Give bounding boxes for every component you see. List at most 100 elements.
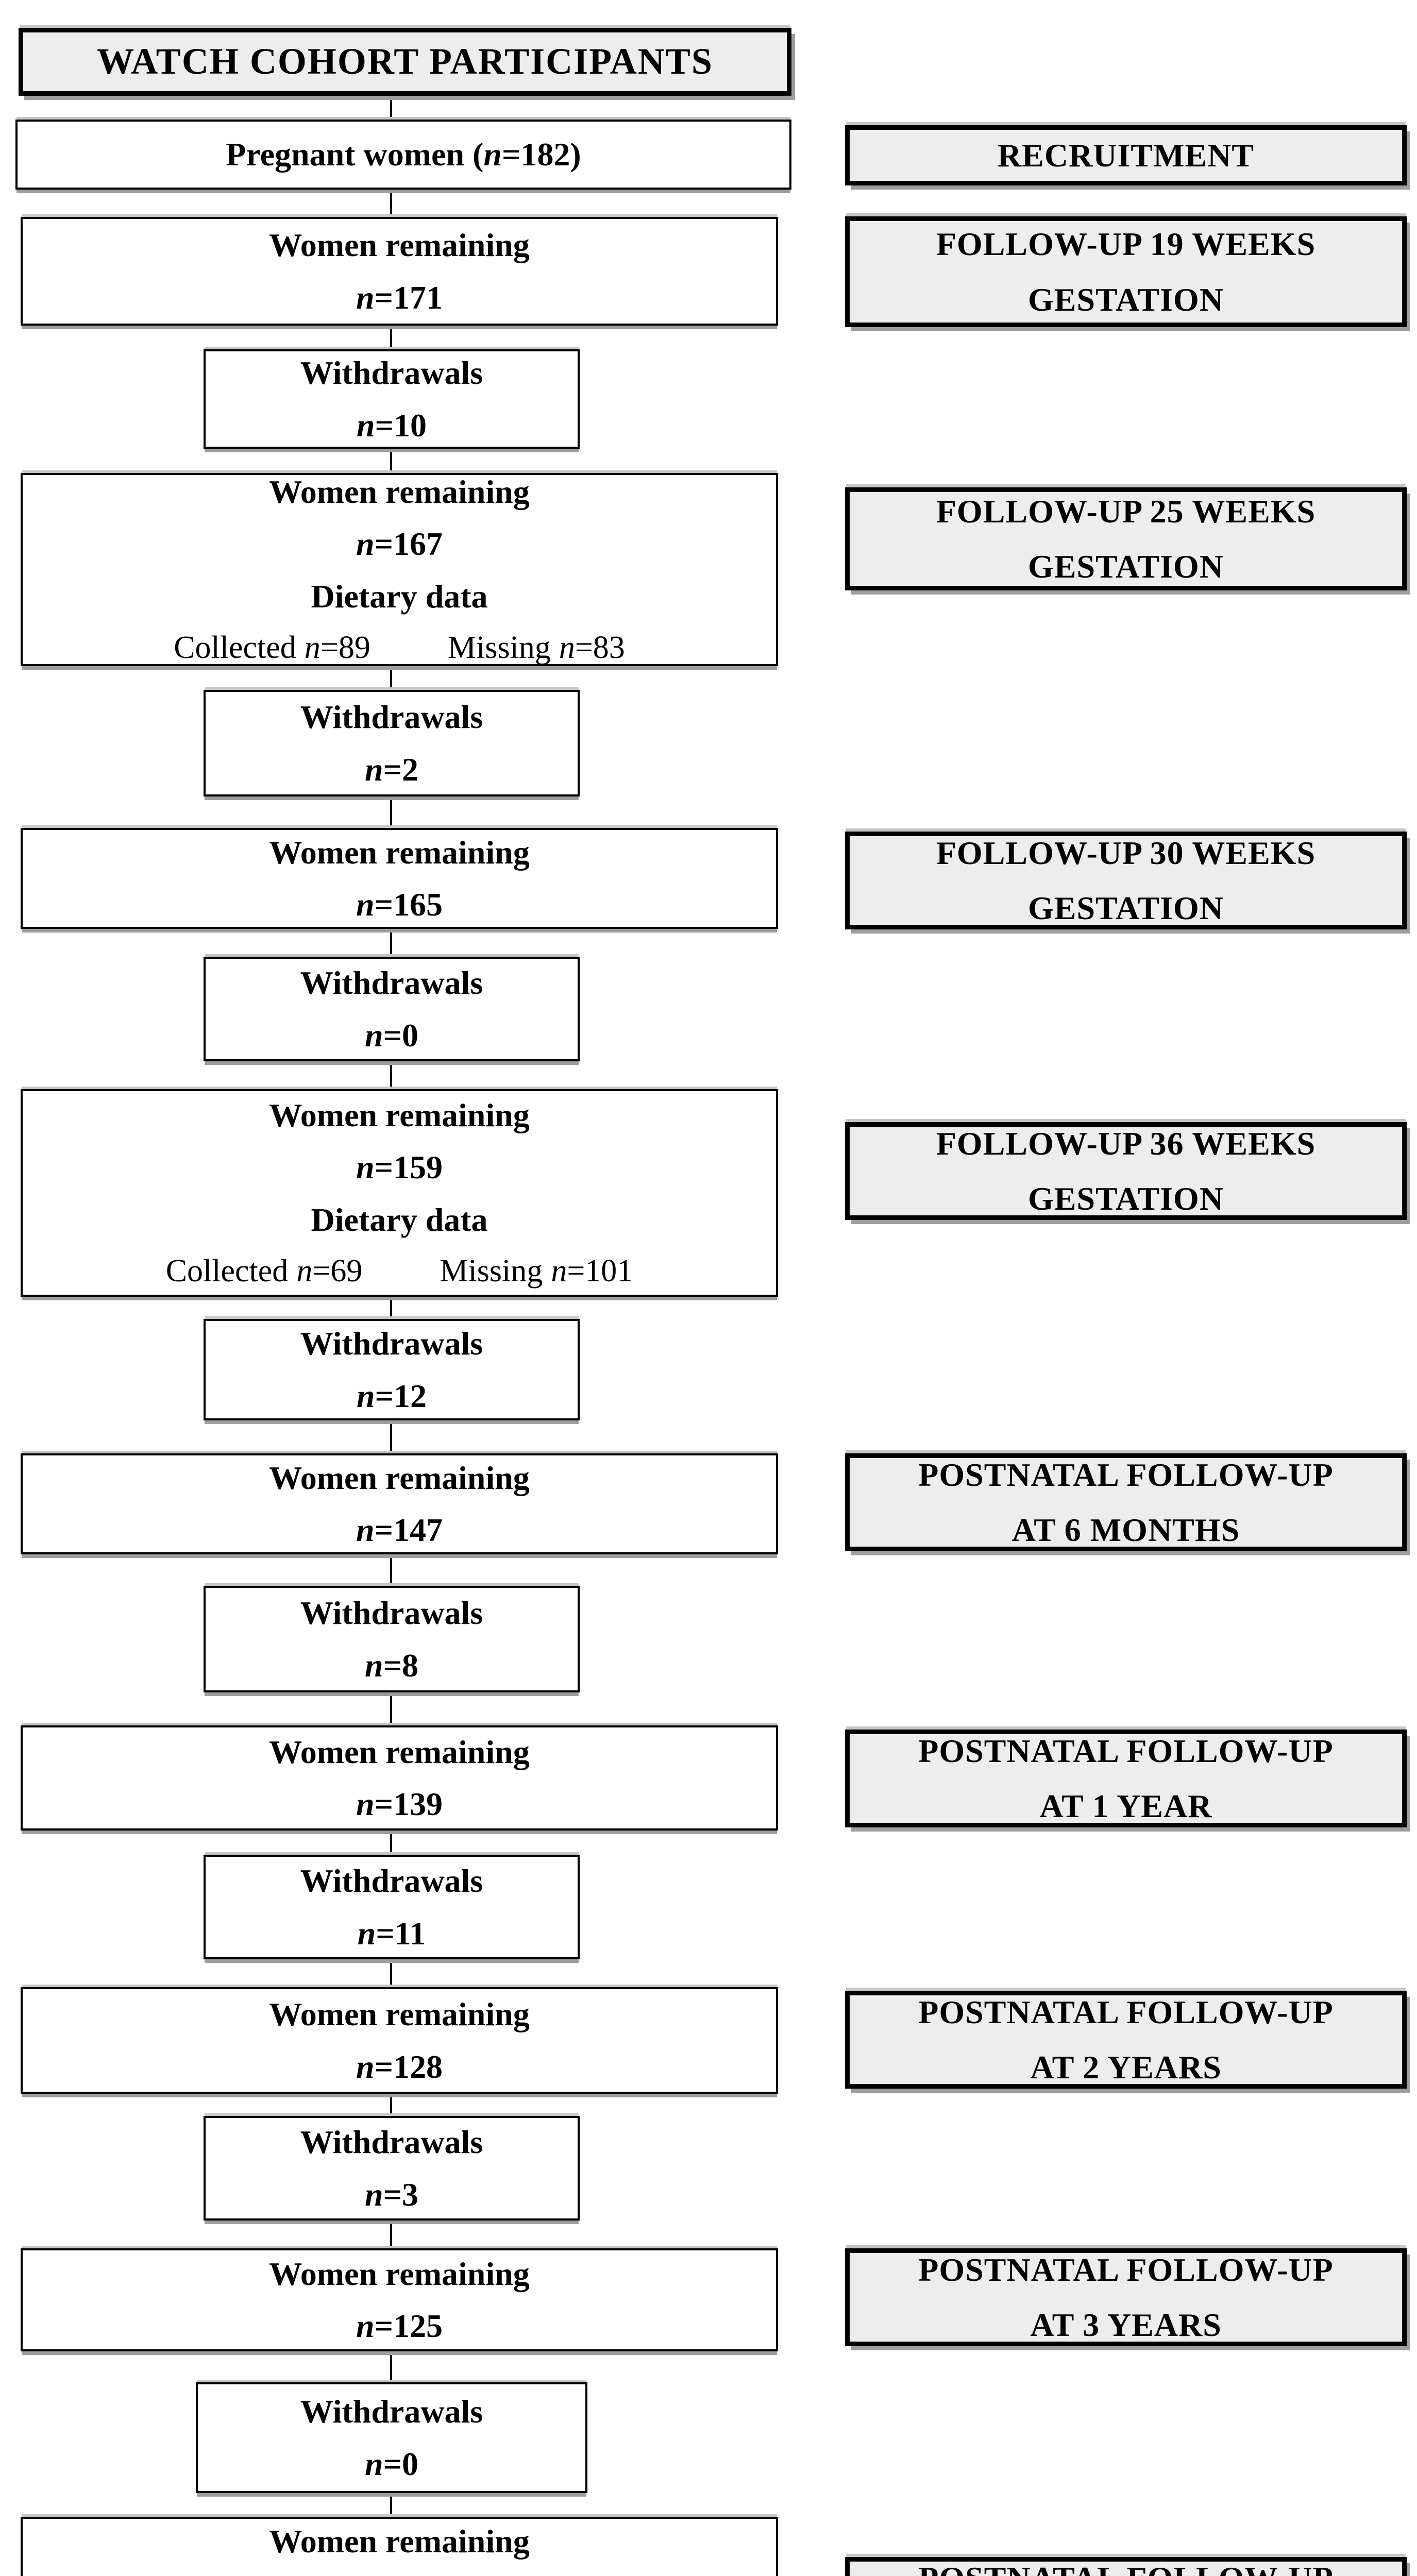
count-value: =165	[374, 886, 443, 923]
stage-recruitment: RECRUITMENT	[845, 125, 1407, 185]
connector-line	[390, 1692, 392, 1725]
stage-label-line2: AT 6 MONTHS	[1011, 1512, 1240, 1548]
stage-label-line2: AT 1 YEAR	[1039, 1788, 1212, 1824]
connector-line	[390, 1061, 392, 1089]
count-value: =125	[374, 2308, 443, 2344]
collected-value: =69	[312, 1253, 363, 1289]
stage-label-line1: FOLLOW-UP 19 WEEKS	[936, 226, 1316, 263]
stage-label-line1: FOLLOW-UP 36 WEEKS	[936, 1125, 1316, 1162]
women-remaining-165-box: Women remaining n=165	[21, 828, 778, 929]
n-symbol: n	[364, 2176, 383, 2213]
dietary-data-heading: Dietary data	[311, 578, 488, 615]
box-heading: Women remaining	[269, 2255, 530, 2292]
women-remaining-125-box: Women remaining n=125	[21, 2248, 778, 2351]
count-value: =10	[375, 406, 427, 444]
n-symbol: n	[356, 1377, 375, 1414]
women-remaining-167-box: Women remaining n=167 Dietary data Colle…	[21, 473, 778, 666]
count-value: =8	[383, 1647, 419, 1684]
collected-value: =89	[320, 630, 370, 665]
box-count: n=139	[356, 1787, 443, 1821]
withdrawals-0-box-second: Withdrawals n=0	[196, 2382, 587, 2493]
stage-follow-up-30-weeks: FOLLOW-UP 30 WEEKS GESTATION	[845, 832, 1407, 929]
count-value: =11	[376, 1914, 426, 1952]
collected-label: Collected	[165, 1253, 289, 1289]
women-remaining-171-box: Women remaining n=171	[21, 217, 778, 326]
pregnant-value: =182)	[501, 136, 581, 173]
box-heading: Withdrawals	[300, 2124, 483, 2161]
n-symbol: n	[356, 1149, 375, 1186]
stage-label-line2: AT 2 YEARS	[1030, 2049, 1222, 2086]
pregnant-prefix: Pregnant women (	[226, 136, 484, 173]
stage-postnatal-3-years: POSTNATAL FOLLOW-UP AT 3 YEARS	[845, 2248, 1407, 2346]
connector-line	[390, 1831, 392, 1855]
n-symbol: n	[356, 1512, 375, 1548]
box-count: n=12	[356, 1377, 427, 1414]
count-value: =167	[374, 526, 443, 563]
box-heading: Women remaining	[269, 1459, 530, 1496]
n-symbol: n	[356, 2308, 375, 2344]
stage-label-line2: GESTATION	[1027, 281, 1224, 318]
dietary-data-heading: Dietary data	[311, 1201, 488, 1238]
count-value: =0	[383, 1016, 419, 1054]
diagram-title: WATCH COHORT PARTICIPANTS	[97, 41, 713, 82]
connector-line	[390, 2493, 392, 2517]
connector-line	[390, 1420, 392, 1453]
box-heading: Women remaining	[269, 473, 530, 511]
stage-label-line1: POSTNATAL FOLLOW-UP	[918, 2251, 1334, 2288]
connector-line	[390, 449, 392, 473]
box-count: n=0	[365, 1018, 418, 1053]
connector-line	[390, 326, 392, 349]
stage-label-line2: GESTATION	[1027, 890, 1224, 926]
connector-line	[390, 666, 392, 690]
stage-label-line2: GESTATION	[1027, 548, 1224, 585]
n-symbol: n	[551, 1253, 567, 1289]
stage-follow-up-25-weeks: FOLLOW-UP 25 WEEKS GESTATION	[845, 487, 1407, 590]
n-symbol: n	[356, 406, 375, 444]
box-count: n=165	[356, 887, 443, 922]
count-value: =12	[375, 1377, 427, 1414]
box-heading: Withdrawals	[300, 699, 483, 736]
final-follow-up-box: Women remaining n=125 Child cognition da…	[21, 2517, 778, 2576]
count-value: =171	[374, 279, 443, 316]
pregnant-women-box: Pregnant women (n=182)	[15, 120, 791, 190]
connector-line	[390, 929, 392, 957]
connector-line	[390, 1959, 392, 1987]
n-symbol: n	[356, 526, 375, 563]
count-value: =2	[383, 751, 419, 788]
count-value: =3	[383, 2176, 419, 2213]
count-value: =0	[383, 2445, 419, 2482]
n-symbol: n	[356, 279, 375, 316]
stage-label-line1: POSTNATAL FOLLOW-UP	[918, 1456, 1334, 1493]
count-value: =139	[374, 1786, 443, 1822]
connector-line	[390, 2351, 392, 2382]
women-remaining-139-box: Women remaining n=139	[21, 1725, 778, 1831]
stage-postnatal-1-year: POSTNATAL FOLLOW-UP AT 1 YEAR	[845, 1730, 1407, 1827]
missing-value: =101	[567, 1253, 633, 1289]
title-box: WATCH COHORT PARTICIPANTS	[19, 28, 791, 96]
n-symbol: n	[364, 1647, 383, 1684]
box-heading: Withdrawals	[300, 1595, 483, 1632]
women-remaining-159-box: Women remaining n=159 Dietary data Colle…	[21, 1089, 778, 1297]
stage-label-line1: POSTNATAL FOLLOW-UP	[918, 1732, 1334, 1769]
box-heading: Withdrawals	[300, 1325, 483, 1362]
connector-line	[390, 1297, 392, 1319]
withdrawals-3-box: Withdrawals n=3	[204, 2116, 580, 2221]
n-symbol: n	[357, 1914, 376, 1952]
n-symbol: n	[364, 1016, 383, 1054]
box-heading: Withdrawals	[300, 964, 483, 1002]
n-symbol: n	[559, 630, 575, 665]
connector-line	[390, 190, 392, 217]
stage-label-line1: FOLLOW-UP 25 WEEKS	[936, 493, 1316, 530]
stage-follow-up-19-weeks: FOLLOW-UP 19 WEEKS GESTATION	[845, 216, 1407, 327]
box-count: n=125	[356, 2309, 443, 2343]
connector-line	[390, 2221, 392, 2248]
box-count: n=8	[365, 1648, 418, 1683]
box-heading: Withdrawals	[300, 2393, 483, 2430]
missing-value: =83	[575, 630, 625, 665]
box-count: n=10	[357, 408, 427, 443]
collected-label: Collected	[174, 630, 296, 665]
withdrawals-8-box: Withdrawals n=8	[204, 1586, 580, 1692]
